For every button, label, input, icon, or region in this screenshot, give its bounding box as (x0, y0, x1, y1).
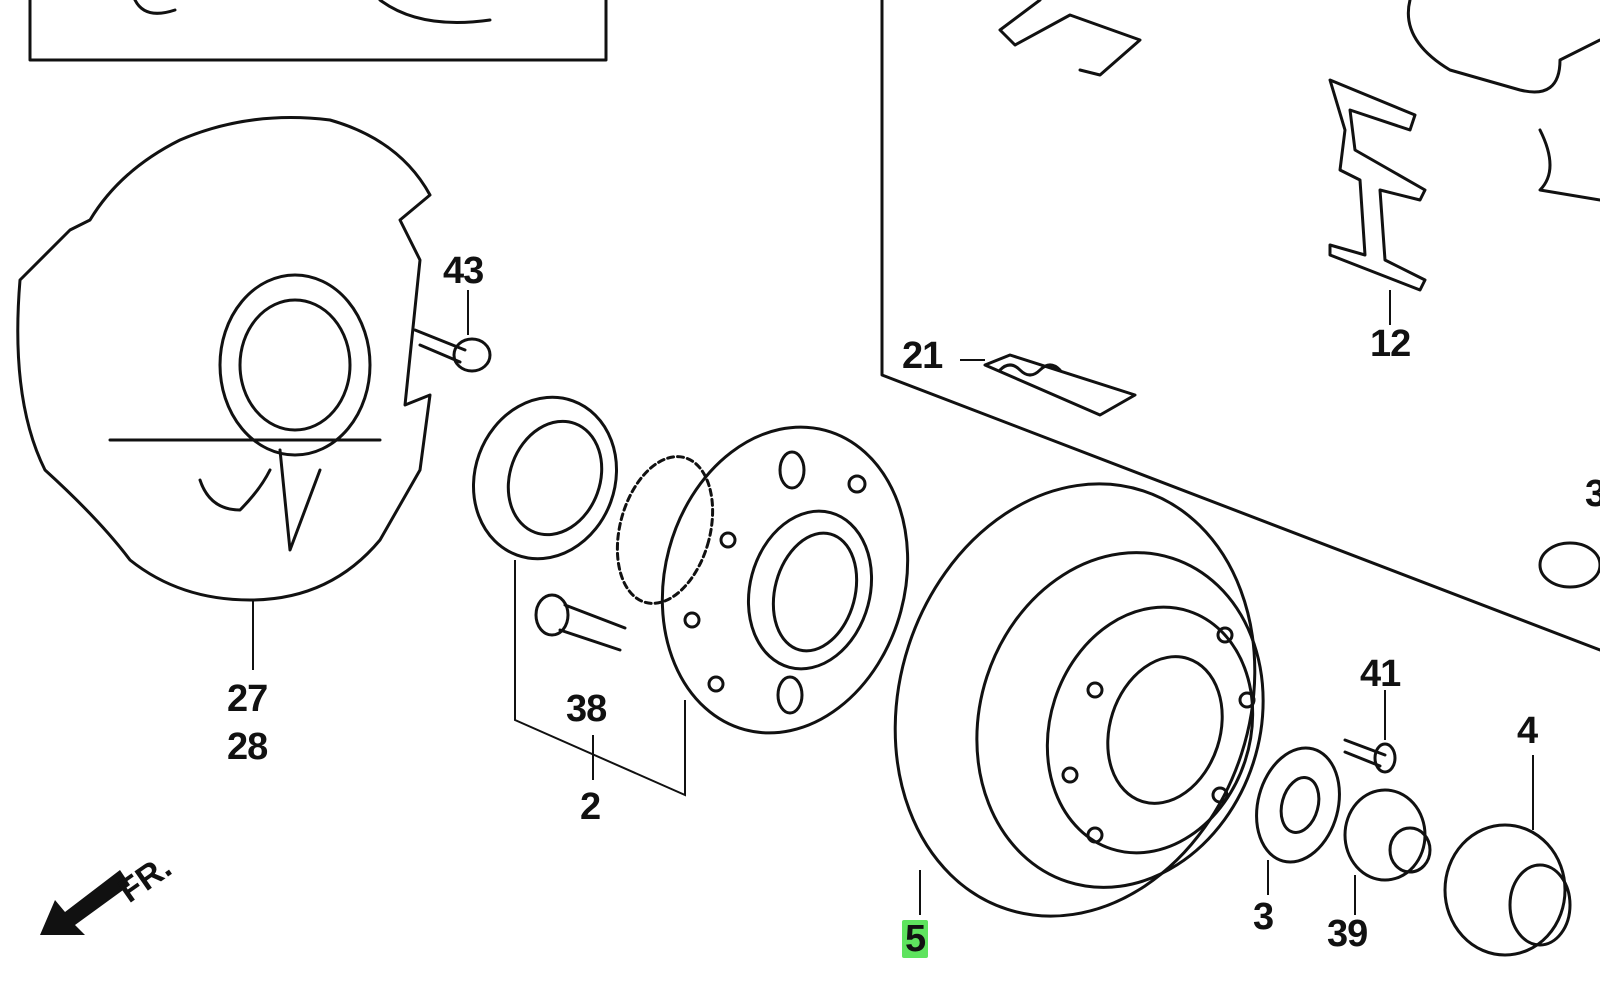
label-3[interactable]: 3 (1253, 896, 1274, 938)
pad-shim-21 (960, 353, 1137, 417)
top-left-box (28, 0, 608, 62)
nut-39 (1343, 788, 1432, 915)
bolt-41 (1343, 690, 1397, 774)
label-5-highlighted[interactable]: 5 (902, 920, 929, 958)
label-27[interactable]: 27 (227, 678, 268, 720)
bolt-43 (413, 328, 492, 373)
caliper (1406, 0, 1600, 202)
label-21[interactable]: 21 (902, 335, 943, 377)
label-28[interactable]: 28 (227, 726, 268, 768)
label-38[interactable]: 38 (566, 688, 607, 730)
front-direction-arrow-icon (40, 870, 130, 935)
retainer-12 (1328, 78, 1427, 320)
cap-4 (1443, 755, 1572, 957)
label-39[interactable]: 39 (1327, 913, 1368, 955)
hub (615, 425, 910, 735)
label-12[interactable]: 12 (1370, 323, 1411, 365)
label-3-partial[interactable]: 3 (1585, 473, 1600, 515)
splash-shield (16, 116, 432, 602)
seal (471, 395, 619, 561)
section-border (880, 0, 1600, 652)
label-43[interactable]: 43 (443, 250, 484, 292)
pad-clip (998, 0, 1142, 77)
edge-part (1538, 541, 1600, 589)
label-41[interactable]: 41 (1360, 653, 1401, 695)
stud-38 (534, 593, 627, 652)
label-4[interactable]: 4 (1517, 710, 1538, 752)
washer-3 (1255, 746, 1341, 895)
brake-disc (893, 482, 1265, 918)
label-2[interactable]: 2 (580, 786, 601, 828)
